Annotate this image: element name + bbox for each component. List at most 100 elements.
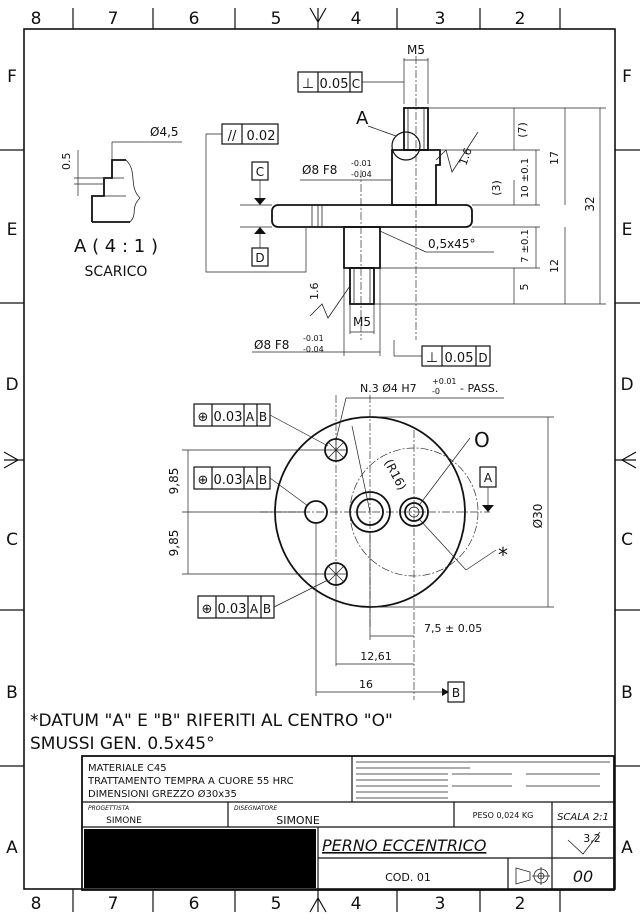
disegnatore-name: SIMONE bbox=[276, 814, 320, 827]
position-2-datum-a: A bbox=[246, 473, 255, 487]
datum-b-box: B bbox=[452, 686, 460, 700]
zone-col-7-top: 7 bbox=[108, 9, 119, 29]
view-letter-a: A bbox=[356, 108, 369, 129]
zone-row-c-right: C bbox=[621, 530, 633, 550]
datum-c-box: C bbox=[256, 165, 264, 179]
chamfer-label: 0,5x45° bbox=[428, 237, 475, 251]
position-1-symbol: ⊕ bbox=[198, 410, 209, 425]
zone-col-8-bottom: 8 bbox=[31, 894, 42, 914]
zone-col-4-top: 4 bbox=[351, 9, 362, 29]
datum-d-box: D bbox=[255, 251, 264, 265]
dim-10-label: 10 ±0.1 bbox=[520, 158, 531, 198]
dim-16-label: 16 bbox=[359, 678, 373, 691]
thread-bot-label: M5 bbox=[353, 315, 371, 329]
general-notes: *DATUM "A" E "B" RIFERITI AL CENTRO "O" … bbox=[30, 711, 393, 754]
dim-985-top: 9,85 bbox=[167, 468, 181, 495]
perp-top-symbol: ⊥ bbox=[302, 76, 314, 92]
dim-1261-label: 12,61 bbox=[360, 650, 392, 663]
revision-label: 00 bbox=[573, 867, 593, 886]
dim-12-label: 12 bbox=[548, 259, 561, 273]
dim-17-label: 17 bbox=[548, 151, 561, 165]
zone-col-6-bottom: 6 bbox=[189, 894, 200, 914]
codice-label: COD. 01 bbox=[385, 871, 431, 884]
zone-col-4-bottom: 4 bbox=[351, 894, 362, 914]
zone-row-c-left: C bbox=[6, 530, 18, 550]
zone-col-5-top: 5 bbox=[271, 9, 282, 29]
thread-top-label: M5 bbox=[407, 43, 425, 57]
dim-5-label: 5 bbox=[518, 284, 531, 291]
position-1-tol: 0.03 bbox=[214, 410, 243, 425]
position-1-datum-a: A bbox=[246, 410, 255, 424]
detail-dia-label: Ø4,5 bbox=[150, 125, 179, 139]
zone-row-a-right: A bbox=[621, 838, 633, 858]
grezzo-label: DIMENSIONI GREZZO Ø30x35 bbox=[88, 788, 237, 800]
rough-bot-label: 1.6 bbox=[308, 283, 321, 301]
fit-top-label: Ø8 F8 bbox=[302, 163, 337, 177]
zone-col-7-bottom: 7 bbox=[108, 894, 119, 914]
projection-icon bbox=[515, 867, 550, 885]
zone-col-5-bottom: 5 bbox=[271, 894, 282, 914]
holes-note-label: N.3 Ø4 H7 bbox=[360, 382, 417, 395]
zone-row-d-right: D bbox=[620, 375, 633, 395]
holes-tol-upper: +0.01 bbox=[432, 377, 457, 386]
title-block: MATERIALE C45 TRATTAMENTO TEMPRA A CUORE… bbox=[81, 755, 615, 891]
progettista-caption: PROGETTISTA bbox=[88, 805, 129, 812]
position-3-symbol: ⊕ bbox=[202, 602, 213, 617]
drawing-title: PERNO ECCENTRICO bbox=[322, 836, 486, 855]
detail-view-title: A ( 4 : 1 ) bbox=[74, 236, 158, 257]
perp-top-datum: C bbox=[352, 77, 360, 91]
zone-col-2-top: 2 bbox=[515, 9, 526, 29]
peso-label: PESO 0,024 KG bbox=[473, 811, 534, 820]
position-frame-1: ⊕ 0.03 A B bbox=[193, 403, 329, 447]
datum-a-box: A bbox=[484, 471, 493, 485]
perp-bot-tol: 0.05 bbox=[445, 351, 474, 366]
holes-pass-label: - PASS. bbox=[460, 382, 498, 395]
dia-30-label: Ø30 bbox=[531, 504, 545, 529]
zone-col-2-bottom: 2 bbox=[515, 894, 526, 914]
front-view: N.3 Ø4 H7 +0.01 -0 - PASS. ⊕ 0.03 A B ⊕ … bbox=[167, 377, 554, 703]
zone-col-8-top: 8 bbox=[31, 9, 42, 29]
position-2-datum-b: B bbox=[259, 473, 267, 487]
position-2-tol: 0.03 bbox=[214, 473, 243, 488]
perp-bot-symbol: ⊥ bbox=[426, 350, 438, 366]
zone-row-b-left: B bbox=[6, 683, 18, 703]
holes-tol-lower: -0 bbox=[432, 387, 440, 396]
scala-label: SCALA 2:1 bbox=[557, 812, 609, 823]
dim-3-label: (3) bbox=[490, 180, 503, 196]
progettista-name: SIMONE bbox=[106, 816, 142, 826]
dim-32-label: 32 bbox=[583, 196, 597, 211]
zone-row-b-right: B bbox=[621, 683, 633, 703]
zone-row-f-right: F bbox=[622, 67, 632, 87]
materiale-label: MATERIALE C45 bbox=[88, 763, 167, 774]
position-2-symbol: ⊕ bbox=[198, 473, 209, 488]
disegnatore-caption: DISEGNATORE bbox=[234, 805, 277, 812]
dim-75-label: 7,5 ± 0.05 bbox=[424, 622, 482, 635]
position-3-datum-b: B bbox=[263, 602, 271, 616]
dim-985-bottom: 9,85 bbox=[167, 530, 181, 557]
position-3-datum-a: A bbox=[250, 602, 259, 616]
note-datum: *DATUM "A" E "B" RIFERITI AL CENTRO "O" bbox=[30, 711, 393, 731]
zone-col-3-bottom: 3 bbox=[435, 894, 446, 914]
zone-row-f-left: F bbox=[7, 67, 17, 87]
star-marker: * bbox=[498, 543, 508, 567]
fit-top-tol-upper: -0.01 bbox=[351, 159, 372, 168]
zone-row-d-left: D bbox=[5, 375, 18, 395]
zone-col-3-top: 3 bbox=[435, 9, 446, 29]
fit-bot-tol-lower: -0.04 bbox=[303, 345, 324, 354]
zone-row-e-right: E bbox=[622, 220, 633, 240]
rough-top-label: 1.6 bbox=[457, 146, 475, 167]
position-frame-3: ⊕ 0.03 A B bbox=[197, 579, 329, 619]
trattamento-label: TRATTAMENTO TEMPRA A CUORE 55 HRC bbox=[87, 776, 294, 787]
detail-view-a: Ø4,5 0.5 A ( 4 : 1 ) SCARICO bbox=[60, 125, 182, 280]
fit-bot-label: Ø8 F8 bbox=[254, 338, 289, 352]
fit-bot-tol-upper: -0.01 bbox=[303, 334, 324, 343]
origin-label: O bbox=[474, 428, 490, 452]
zone-row-e-left: E bbox=[7, 220, 18, 240]
parallel-symbol: // bbox=[228, 129, 237, 144]
rough-general-label: 3,2 bbox=[583, 832, 601, 845]
radius-label: (R16) bbox=[381, 457, 409, 493]
detail-depth-label: 0.5 bbox=[60, 153, 73, 171]
drawing-frame bbox=[0, 7, 640, 913]
dim-7-label: (7) bbox=[516, 122, 529, 138]
